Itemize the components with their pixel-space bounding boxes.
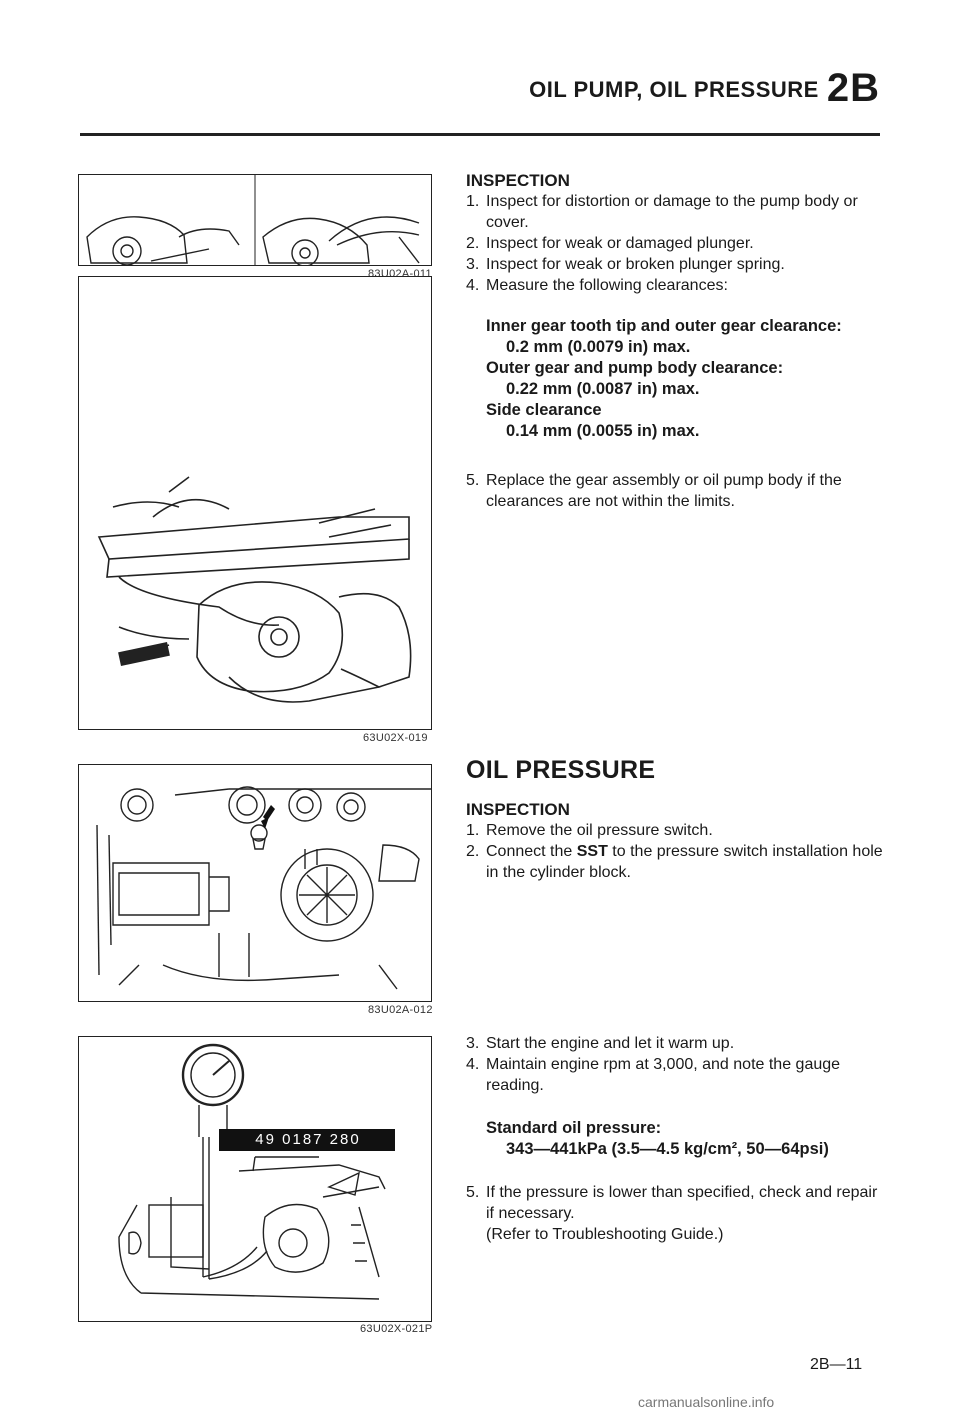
list-item: 2.Connect the SST to the pressure switch… [466, 843, 883, 881]
header-rule [80, 133, 880, 136]
figure-code: 83U02A-012 [368, 1004, 433, 1016]
figure-gear-clearance [78, 174, 432, 266]
oil-pressure-spec: Standard oil pressure: 343—441kPa (3.5—4… [466, 1118, 886, 1160]
list-item: 3.Start the engine and let it warm up. [466, 1035, 735, 1052]
pressure-gauge-illustration [118, 1043, 395, 1300]
inspection-steps: 1.Inspect for distortion or damage to th… [466, 191, 886, 296]
gear-clearance-illustration [86, 175, 420, 265]
spec-label: Outer gear and pump body clearance: [486, 359, 784, 377]
figure-pressure-switch [78, 764, 432, 1002]
figure-code: 63U02X-021P [360, 1323, 433, 1335]
page-header: OIL PUMP, OIL PRESSURE 2B [470, 66, 880, 111]
figure-side-clearance [78, 276, 432, 730]
oil-pressure-section: OIL PRESSURE INSPECTION 1.Remove the oil… [466, 756, 886, 883]
list-item: 1.Inspect for distortion or damage to th… [466, 193, 858, 231]
list-item: 5.Replace the gear assembly or oil pump … [466, 472, 842, 510]
spec-label: Inner gear tooth tip and outer gear clea… [486, 317, 842, 335]
list-item: 2.Inspect for weak or damaged plunger. [466, 235, 754, 252]
section-heading: INSPECTION [466, 171, 570, 190]
spec-label: Standard oil pressure: [486, 1119, 662, 1137]
side-clearance-illustration [97, 476, 412, 703]
list-item: 1.Remove the oil pressure switch. [466, 822, 713, 839]
section-title: OIL PRESSURE [466, 756, 656, 784]
spec-value: 0.2 mm (0.0079 in) max. [506, 338, 691, 356]
oil-pressure-steps-continued: 3.Start the engine and let it warm up. 4… [466, 1033, 886, 1245]
list-item: 5.If the pressure is lower than specifie… [466, 1184, 878, 1243]
spec-value: 0.14 mm (0.0055 in) max. [506, 422, 700, 440]
footer-watermark: carmanualsonline.info [638, 1394, 775, 1410]
figure-code: 63U02X-019 [363, 732, 428, 744]
section-heading: INSPECTION [466, 800, 570, 819]
page-number: 2B—11 [810, 1356, 863, 1373]
reference-note: (Refer to Troubleshooting Guide.) [486, 1226, 724, 1243]
section-number: 2B [826, 66, 880, 110]
list-item: 3.Inspect for weak or broken plunger spr… [466, 256, 785, 273]
pump-step-5: 5.Replace the gear assembly or oil pump … [466, 470, 886, 512]
list-item: 4.Measure the following clearances: [466, 277, 728, 294]
spec-value: 0.22 mm (0.0087 in) max. [506, 380, 700, 398]
header-title: OIL PUMP, OIL PRESSURE [529, 77, 819, 102]
figure-pressure-gauge: 49 0187 280 [78, 1036, 432, 1322]
spec-label: Side clearance [486, 401, 602, 419]
clearance-specs: Inner gear tooth tip and outer gear clea… [466, 316, 886, 442]
engine-block-illustration [96, 786, 431, 990]
sst-term: SST [576, 843, 608, 860]
pump-inspection-section: INSPECTION 1.Inspect for distortion or d… [466, 170, 886, 442]
list-item: 4.Maintain engine rpm at 3,000, and note… [466, 1056, 841, 1094]
spec-value: 343—441kPa (3.5—4.5 kg/cm², 50—64psi) [506, 1140, 829, 1158]
sst-tool-label: 49 0187 280 [255, 1131, 361, 1148]
